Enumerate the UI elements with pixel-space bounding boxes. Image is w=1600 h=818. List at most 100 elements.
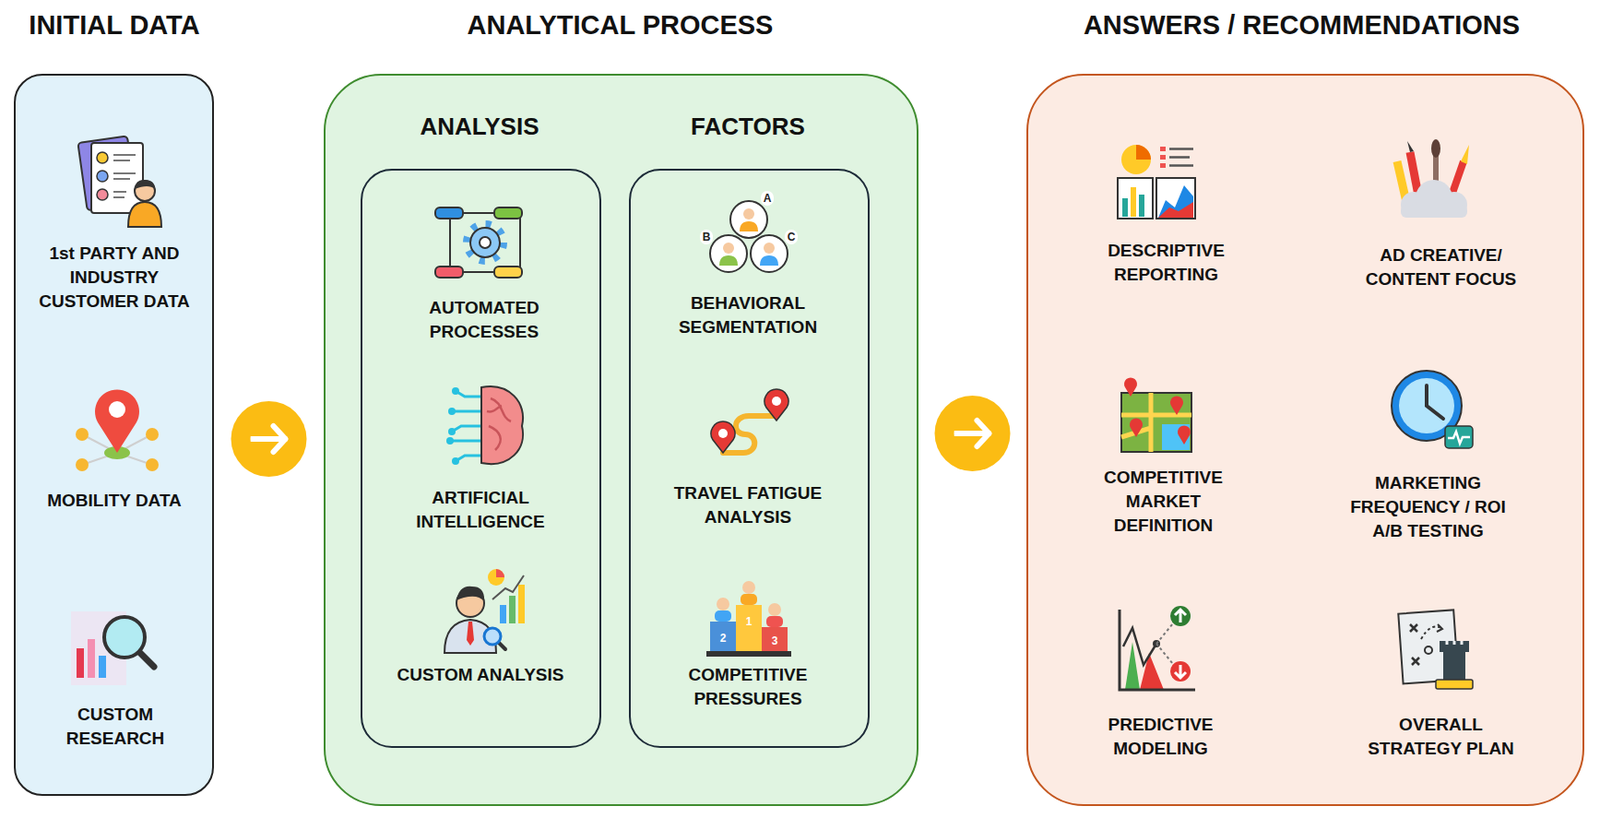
creative-icon-part	[1431, 139, 1441, 158]
podium-icon-part	[766, 616, 783, 628]
flow-arrow	[213, 401, 324, 477]
item-label: TRAVEL FATIGUE ANALYSIS	[649, 481, 848, 530]
text-slot: COMPETITIVE MARKET DEFINITION	[1080, 465, 1247, 538]
survey-icon-part	[96, 152, 108, 164]
report-icon-part	[1158, 185, 1194, 218]
item-label: CUSTOM ANALYSIS	[392, 663, 569, 688]
segmentation-icon-part	[743, 208, 755, 220]
text-slot: FACTORS	[609, 112, 887, 142]
item-label: DESCRIPTIVE REPORTING	[1083, 238, 1250, 287]
process-icon-part	[479, 237, 491, 249]
report-icon-part	[1160, 154, 1166, 160]
report-icon-part	[1160, 163, 1166, 168]
ai-brain-icon-part	[448, 407, 456, 415]
predictive-icon-part	[1170, 605, 1191, 627]
item-label: AD CREATIVE/ CONTENT FOCUS	[1353, 243, 1529, 292]
map-icon-part	[1161, 424, 1190, 451]
text-slot: ARTIFICIAL INTELLIGENCE	[392, 485, 569, 534]
podium-icon-part	[710, 621, 736, 652]
arrow-head	[977, 420, 990, 447]
item-label: ARTIFICIAL INTELLIGENCE	[392, 485, 569, 534]
analyst-icon-part	[466, 621, 475, 646]
map-icon-part	[1121, 392, 1192, 452]
report-icon-part	[1130, 187, 1137, 217]
map-icon-part	[1121, 392, 1192, 452]
mobility-icon-part	[75, 458, 89, 472]
item-label: AUTOMATED PROCESSES	[396, 296, 572, 344]
survey-icon-part	[96, 170, 108, 182]
rank-number: 3	[769, 633, 782, 649]
podium-icon-part	[768, 603, 782, 617]
segmentation-icon-part	[763, 242, 775, 254]
group-heading: ANALYSIS	[341, 112, 618, 142]
research-icon-part	[104, 616, 145, 658]
analyst-icon-part	[484, 628, 501, 645]
label-slot: A	[756, 189, 779, 206]
strategy-icon-part	[1410, 624, 1420, 665]
analyst-icon-part	[487, 568, 505, 586]
process-icon-part	[494, 207, 522, 219]
map-icon-part	[1177, 425, 1191, 445]
report-icon-part	[1121, 144, 1151, 175]
report-icon-part	[1122, 198, 1128, 217]
text-slot: AUTOMATED PROCESSES	[396, 296, 572, 344]
icon-letter: B	[699, 229, 714, 245]
creative-icon-part	[1400, 204, 1468, 218]
text-slot: MARKETING FREQUENCY / ROI A/B TESTING	[1340, 471, 1517, 544]
ai-brain-icon-part	[446, 437, 454, 445]
report-icon-part	[1160, 146, 1166, 152]
strategy-icon-part	[1446, 640, 1462, 645]
item-label: PREDICTIVE MODELING	[1078, 712, 1245, 761]
arrow-head	[273, 426, 286, 452]
strategy-icon-part	[1435, 679, 1473, 689]
survey-icon-part	[113, 154, 136, 198]
report-icon-part	[1138, 194, 1145, 217]
arrow-shaft	[213, 436, 324, 442]
clock-icon-part	[1445, 426, 1473, 449]
column-heading: ANSWERS / RECOMMENDATIONS	[1025, 9, 1579, 42]
icon-letter: A	[760, 190, 775, 206]
clock-icon-part	[1398, 378, 1455, 434]
segmentation-icon-part	[710, 235, 747, 273]
strategy-icon-part	[1421, 627, 1442, 640]
text-slot: ANALYSIS	[341, 112, 618, 142]
column-heading: INITIAL DATA	[0, 9, 309, 42]
predictive-icon-part	[1174, 664, 1186, 678]
segmentation-icon-part	[750, 235, 788, 273]
process-icon-part	[435, 266, 463, 278]
ai-brain-icon-part	[481, 386, 523, 464]
podium-icon-part	[742, 580, 756, 594]
podium-icon-part	[716, 597, 730, 611]
survey-icon-part	[128, 201, 162, 227]
map-icon-part	[1129, 417, 1143, 438]
strategy-icon-part	[1439, 640, 1470, 652]
predictive-icon-part	[1174, 609, 1186, 623]
item-label: MOBILITY DATA	[26, 488, 202, 513]
segmentation-icon-part	[739, 221, 759, 232]
clock-icon-part	[1447, 431, 1470, 444]
travel-icon-part	[771, 396, 782, 406]
survey-icon-part	[91, 142, 143, 214]
podium-icon-part	[735, 604, 762, 652]
segmentation-icon-part	[719, 255, 738, 266]
ai-brain-icon-part	[486, 398, 511, 451]
text-slot: BEHAVIORAL SEGMENTATION	[649, 291, 848, 340]
research-icon-part	[98, 655, 107, 678]
rank-number: 1	[743, 614, 756, 629]
item-label: MARKETING FREQUENCY / ROI A/B TESTING	[1340, 471, 1517, 544]
text-slot: PREDICTIVE MODELING	[1078, 712, 1245, 761]
item-label: OVERALL STRATEGY PLAN	[1353, 712, 1529, 761]
text-slot: DESCRIPTIVE REPORTING	[1083, 238, 1250, 287]
text-slot: ANALYTICAL PROCESS	[325, 9, 916, 42]
column-heading: ANALYTICAL PROCESS	[325, 9, 916, 42]
item-label: COMPETITIVE PRESSURES	[649, 663, 848, 712]
travel-icon-part	[718, 428, 728, 439]
clock-icon-part	[1426, 385, 1444, 419]
text-slot: MOBILITY DATA	[26, 488, 202, 513]
mobility-icon-part	[75, 427, 89, 441]
output-panel: ANSWERS / RECOMMENDATIONSDESCRIPTIVE REP…	[1026, 73, 1585, 806]
mobility-icon-part	[145, 458, 159, 472]
analyst-icon-part	[499, 604, 507, 624]
map-icon-part	[1170, 395, 1184, 415]
